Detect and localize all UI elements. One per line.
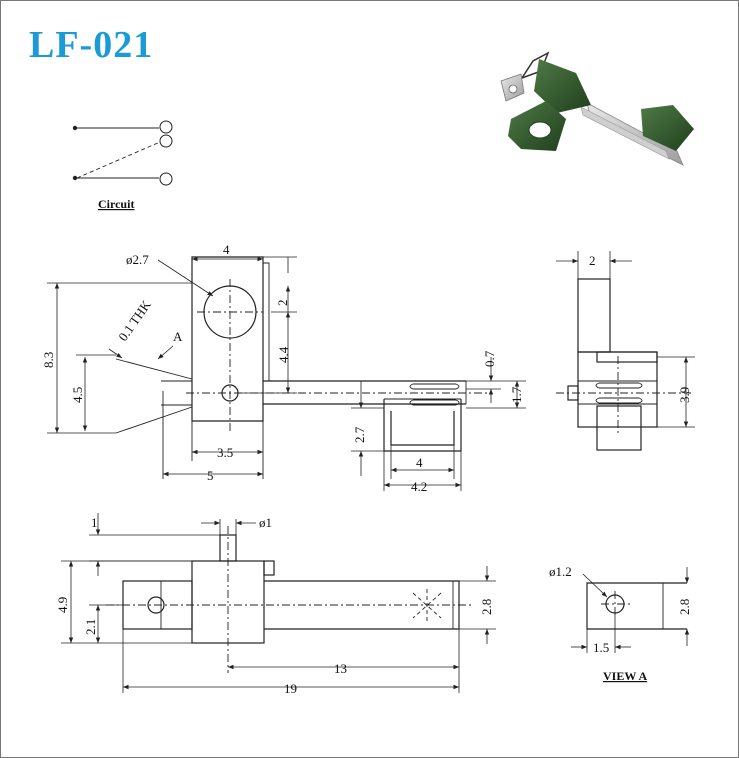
side-view — [556, 278, 691, 451]
bottom-pin-diameter-dim: ø1 — [259, 515, 272, 530]
bottom-view — [106, 526, 471, 673]
part-title: LF-021 — [29, 24, 154, 66]
view-a-label: VIEW A — [603, 669, 647, 683]
bottom-lower-height-dim: 2.1 — [83, 619, 98, 635]
front-dimensions — [47, 256, 526, 491]
front-view-a-arrow: A — [173, 329, 183, 344]
circuit-label: Circuit — [98, 197, 134, 211]
front-hole-height-dim: 4.4 — [276, 346, 291, 363]
front-width-dim: 4 — [223, 242, 230, 257]
front-thickness-dim: 0.1 THK — [115, 297, 154, 344]
side-top-width-dim: 2 — [589, 253, 596, 268]
product-3d-image — [500, 51, 694, 166]
front-view — [115, 256, 491, 479]
front-hole-diameter: ø2.7 — [126, 252, 149, 267]
bottom-strip-height-dim: 2.8 — [479, 599, 494, 615]
front-top-dim: 2 — [275, 300, 290, 307]
view-a-hole-diameter: ø1.2 — [549, 564, 572, 579]
view-a-offset-dim: 1.5 — [593, 640, 609, 655]
bottom-inner-length-dim: 13 — [334, 661, 347, 676]
front-spacing-dim: 0.7 — [482, 350, 497, 367]
bottom-dimensions — [61, 513, 496, 693]
side-height-dim: 3.9 — [677, 387, 692, 403]
front-gap-dim: 1.7 — [509, 386, 524, 403]
front-lower-height-dim: 4.5 — [70, 387, 85, 403]
view-a — [586, 582, 687, 630]
front-clip-height-dim: 2.7 — [352, 426, 367, 443]
side-dimensions — [556, 251, 695, 428]
view-a-height-dim: 2.8 — [677, 599, 692, 615]
front-base-dim: 5 — [207, 468, 214, 483]
bottom-total-height-dim: 4.9 — [55, 597, 70, 613]
front-total-height-dim: 8.3 — [41, 352, 56, 368]
front-offset-dim: 3.5 — [217, 445, 233, 460]
bottom-total-length-dim: 19 — [284, 681, 297, 696]
bottom-pin-length-dim: 1 — [91, 515, 98, 530]
circuit-diagram — [72, 120, 173, 186]
view-a-dimensions — [571, 567, 690, 653]
front-clip-inner-dim: 4 — [416, 455, 423, 470]
front-clip-outer-dim: 4.2 — [411, 479, 427, 494]
